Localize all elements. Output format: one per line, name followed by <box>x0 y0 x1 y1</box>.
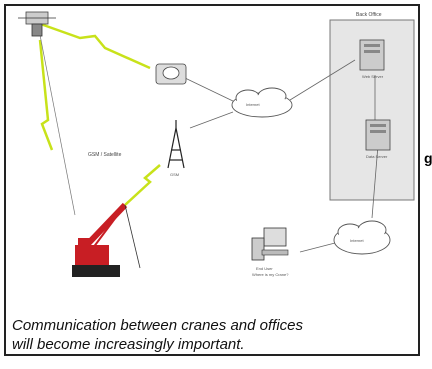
cloud-internet: Internet <box>333 220 391 255</box>
cloud-top: Internet <box>231 87 293 118</box>
connection-lines <box>184 59 379 253</box>
beam-satellite-crane <box>39 34 76 216</box>
tower-label: GSM <box>170 172 179 177</box>
server-1-icon <box>359 39 385 71</box>
link-satellite-crane <box>38 39 54 151</box>
cloud-top-label: Internet <box>246 102 260 107</box>
link-tower-crane <box>124 164 161 206</box>
computer-icon <box>251 227 289 261</box>
cloud-internet-label: Internet <box>350 238 364 243</box>
clipped-text-mark: g <box>424 150 432 166</box>
dish-icon <box>155 63 187 85</box>
figure-caption: Communication between cranes and offices… <box>12 316 412 354</box>
network-diagram: Back Office Internet <box>18 11 415 277</box>
crane-icon <box>72 202 141 277</box>
server-2-icon <box>365 119 391 151</box>
end-user-label: End User <box>256 266 273 271</box>
server-1-label: Web Server <box>362 74 384 79</box>
tower-icon <box>167 120 185 169</box>
satellite-icon <box>18 11 56 37</box>
satellite-label: GSM / Satellite <box>88 152 122 158</box>
caption-line-2: will become increasingly important. <box>12 336 245 353</box>
link-satellite-dish <box>34 20 151 70</box>
caption-line-1: Communication between cranes and offices <box>12 317 303 334</box>
server-2-label: Data Server <box>366 154 388 159</box>
back-office-label: Back Office <box>356 12 382 18</box>
wireless-links <box>34 20 161 206</box>
where-label: Where is my Crane? <box>252 272 289 277</box>
